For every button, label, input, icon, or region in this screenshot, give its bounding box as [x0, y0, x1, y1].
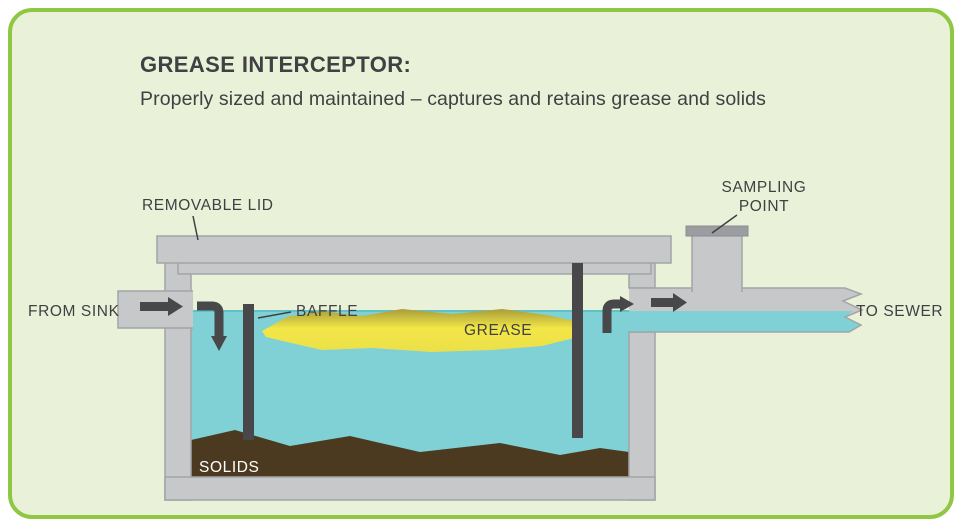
tank-bottom-wall — [164, 476, 656, 501]
outlet-up-arrow-icon — [602, 299, 621, 333]
sampling-point-pointer-line — [711, 214, 738, 234]
tank-right-wall-lower — [628, 331, 656, 501]
sampling-point-label-line2: POINT — [739, 198, 789, 215]
baffle-pointer-line — [257, 311, 292, 319]
page-title: GREASE INTERCEPTOR: — [140, 52, 412, 77]
sampling-point-cap — [685, 225, 749, 237]
grease-layer — [262, 309, 578, 352]
grease-label: GREASE — [464, 322, 532, 339]
removable-lid-label: REMOVABLE LID — [142, 197, 274, 214]
inlet-down-arrowhead-icon — [211, 336, 227, 351]
outlet-right-arrow-icon — [651, 293, 687, 312]
solids-layer — [191, 430, 629, 477]
removable-lid-pointer-line — [192, 215, 199, 241]
baffle-label: BAFFLE — [296, 303, 358, 320]
from-sink-label: FROM SINK — [28, 303, 120, 320]
inlet-baffle — [243, 304, 254, 440]
sampling-point-label-line1: SAMPLING — [722, 179, 807, 196]
page-subtitle: Properly sized and maintained – captures… — [140, 88, 766, 110]
outlet-baffle — [572, 263, 583, 438]
outlet-pipe-outline — [629, 287, 864, 333]
inlet-down-arrow-icon — [197, 301, 224, 337]
solids-label: SOLIDS — [199, 459, 259, 476]
outlet-up-arrowhead-icon — [620, 296, 634, 312]
to-sewer-label: TO SEWER — [856, 303, 943, 320]
removable-lid — [156, 235, 672, 264]
inlet-right-arrow-icon — [140, 297, 183, 316]
sampling-point-pipe — [691, 233, 743, 292]
outlet-pipe-water — [629, 311, 861, 332]
